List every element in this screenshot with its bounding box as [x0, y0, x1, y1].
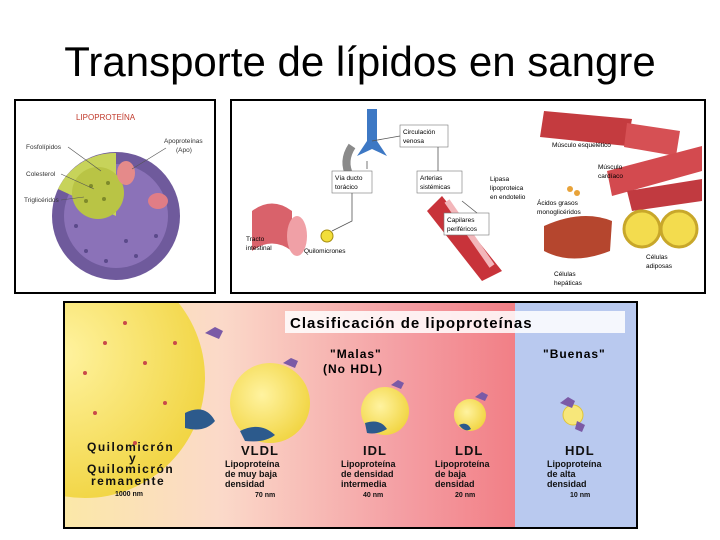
intestinal-tract	[252, 204, 292, 252]
label-apo: (Apo)	[176, 147, 192, 154]
idl-desc-3: intermedia	[341, 479, 388, 489]
label-celulas-adiposas-1: Células	[646, 254, 668, 261]
label-capilares-2: periféricos	[447, 226, 478, 233]
label-tracto-2: intestinal	[246, 245, 272, 252]
malas-label: "Malas"	[330, 347, 382, 361]
lipid-circulation-figure: Circulación venosa Vía ducto torácico Ar…	[230, 99, 706, 294]
skeletal-muscle	[540, 111, 632, 146]
ldl-particle	[454, 399, 486, 431]
slide-title: Transporte de lípidos en sangre	[0, 38, 720, 86]
hdl-size: 10 nm	[570, 492, 590, 499]
chylomicron-dot	[321, 230, 333, 242]
ldl-desc-1: Lipoproteína	[435, 459, 490, 469]
label-colesterol: Colesterol	[26, 171, 56, 178]
label-arterias-2: sistémicas	[420, 184, 451, 191]
label-musculo-cardiaco-2: cardíaco	[598, 173, 623, 180]
label-lipasa-1: Lipasa	[490, 176, 510, 183]
label-lipasa-3: en endotelio	[490, 194, 526, 201]
liver	[544, 216, 612, 258]
idl-name: IDL	[363, 443, 387, 458]
idl-desc-1: Lipoproteína	[341, 459, 396, 469]
hdl-desc-2: de alta	[547, 469, 577, 479]
hdl-desc-3: densidad	[547, 479, 587, 489]
ldl-size: 20 nm	[455, 492, 475, 499]
label-via-1: Vía ducto	[335, 175, 363, 182]
label-musculo-esqueletico: Músculo esquelético	[552, 142, 611, 149]
label-musculo-cardiaco-1: Músculo	[598, 164, 623, 171]
lipoprotein-classification-figure: Clasificación de lipoproteínas "Malas" (…	[63, 301, 638, 529]
apoprotein-shape	[117, 161, 135, 185]
label-lipasa-2: lipoproteica	[490, 185, 524, 192]
classification-title: Clasificación de lipoproteínas	[290, 315, 533, 332]
label-via-2: torácico	[335, 184, 358, 191]
hdl-name: HDL	[565, 443, 595, 458]
hdl-desc-1: Lipoproteína	[547, 459, 602, 469]
label-celulas-hepaticas-2: hepáticas	[554, 280, 583, 287]
label-arterias-1: Arterias	[420, 175, 443, 182]
vldl-desc-2: de muy baja	[225, 469, 278, 479]
label-apoproteinas: Apoproteínas	[164, 138, 203, 145]
vldl-desc-1: Lipoproteína	[225, 459, 280, 469]
vldl-name: VLDL	[241, 443, 279, 458]
label-capilares-1: Capilares	[447, 217, 475, 224]
no-hdl-label: (No HDL)	[323, 362, 383, 376]
label-quilomicrones: Quilomicrones	[304, 248, 346, 255]
apoprotein-shape-2	[148, 193, 168, 209]
idl-desc-2: de densidad	[341, 469, 394, 479]
lipoprotein-structure-figure: LIPOPROTEÍNA Fosfolípidos Colesterol Tri…	[14, 99, 216, 294]
vldl-desc-3: densidad	[225, 479, 265, 489]
systemic-artery	[427, 196, 502, 281]
adipose-cell-1	[624, 211, 660, 247]
venous-vessel	[357, 109, 387, 156]
label-circulacion-2: venosa	[403, 138, 424, 145]
ldl-desc-3: densidad	[435, 479, 475, 489]
label-tracto-1: Tracto	[246, 236, 265, 243]
label-acidos-1: Ácidos grasos	[537, 198, 579, 207]
lipoprotein-title: LIPOPROTEÍNA	[76, 113, 136, 122]
ldl-name: LDL	[455, 443, 483, 458]
adipose-cell-2	[661, 211, 697, 247]
idl-size: 40 nm	[363, 492, 383, 499]
quilomicron-size: 1000 nm	[115, 491, 143, 498]
vldl-size: 70 nm	[255, 492, 275, 499]
ldl-desc-2: de baja	[435, 469, 467, 479]
hdl-particle	[563, 405, 583, 425]
label-fosfolipidos: Fosfolípidos	[26, 144, 62, 151]
lipid-core	[72, 167, 124, 219]
label-trigliceridos: Triglicéridos	[24, 197, 60, 204]
label-celulas-adiposas-2: adiposas	[646, 263, 673, 270]
label-circulacion-1: Circulación	[403, 129, 436, 136]
label-celulas-hepaticas-1: Células	[554, 271, 576, 278]
label-acidos-2: monoglicéridos	[537, 209, 581, 216]
quilomicron-name-4: remanente	[91, 474, 165, 488]
buenas-label: "Buenas"	[543, 347, 606, 361]
